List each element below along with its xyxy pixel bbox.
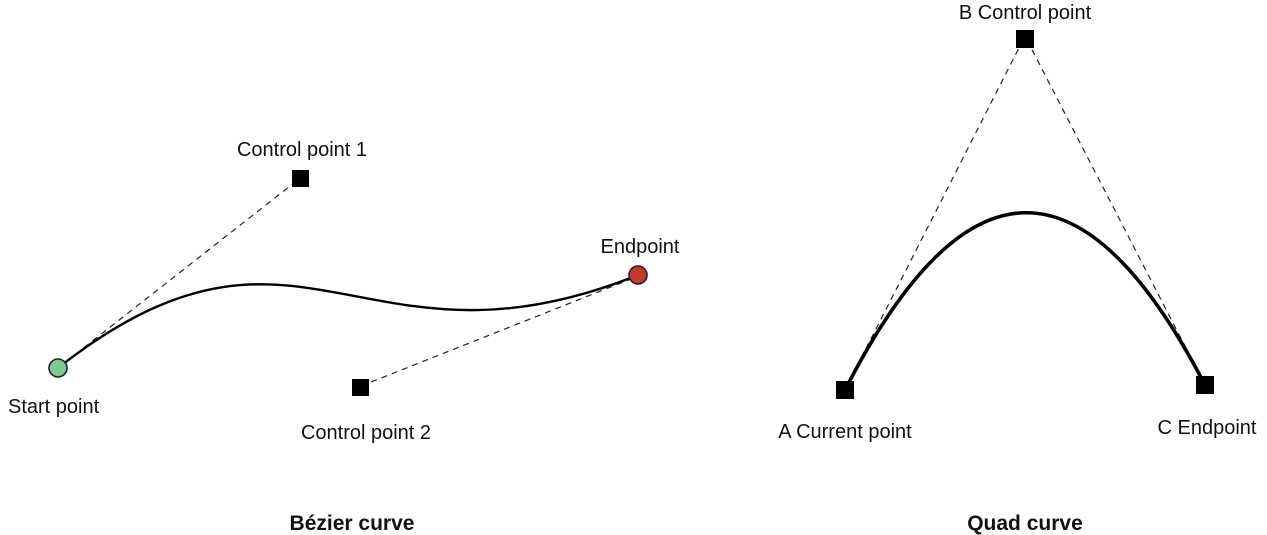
start-point-marker (48, 358, 68, 378)
bezier-curve-caption: Bézier curve (290, 512, 415, 535)
endpoint-marker (628, 265, 648, 285)
c-endpoint-label: C Endpoint (1158, 417, 1257, 439)
endpoint-label: Endpoint (601, 236, 680, 258)
control-point-2-label: Control point 2 (301, 422, 431, 444)
control-point-2-marker (352, 379, 369, 396)
guide-line-control2-to-endpoint (360, 276, 637, 387)
a-current-point-marker (836, 381, 854, 399)
control-point-1-label: Control point 1 (237, 139, 367, 161)
b-control-point-marker (1016, 30, 1034, 48)
start-point-label: Start point (8, 396, 100, 418)
control-point-1-marker (292, 170, 309, 187)
bezier-curve-path (56, 273, 640, 370)
quad-curve-caption: Quad curve (967, 512, 1083, 535)
a-current-point-label: A Current point (778, 421, 912, 443)
c-endpoint-marker (1196, 376, 1214, 394)
bezier-curve-diagram: Control point 1 Control point 2 Start po… (8, 139, 680, 535)
quad-curve-diagram: B Control point A Current point C Endpoi… (778, 2, 1257, 535)
guide-line-a-to-b (845, 39, 1024, 389)
quad-curve-path (843, 210, 1207, 392)
guide-line-start-to-control1 (57, 178, 300, 369)
b-control-point-label: B Control point (959, 2, 1092, 24)
guide-line-b-to-c (1026, 39, 1205, 384)
